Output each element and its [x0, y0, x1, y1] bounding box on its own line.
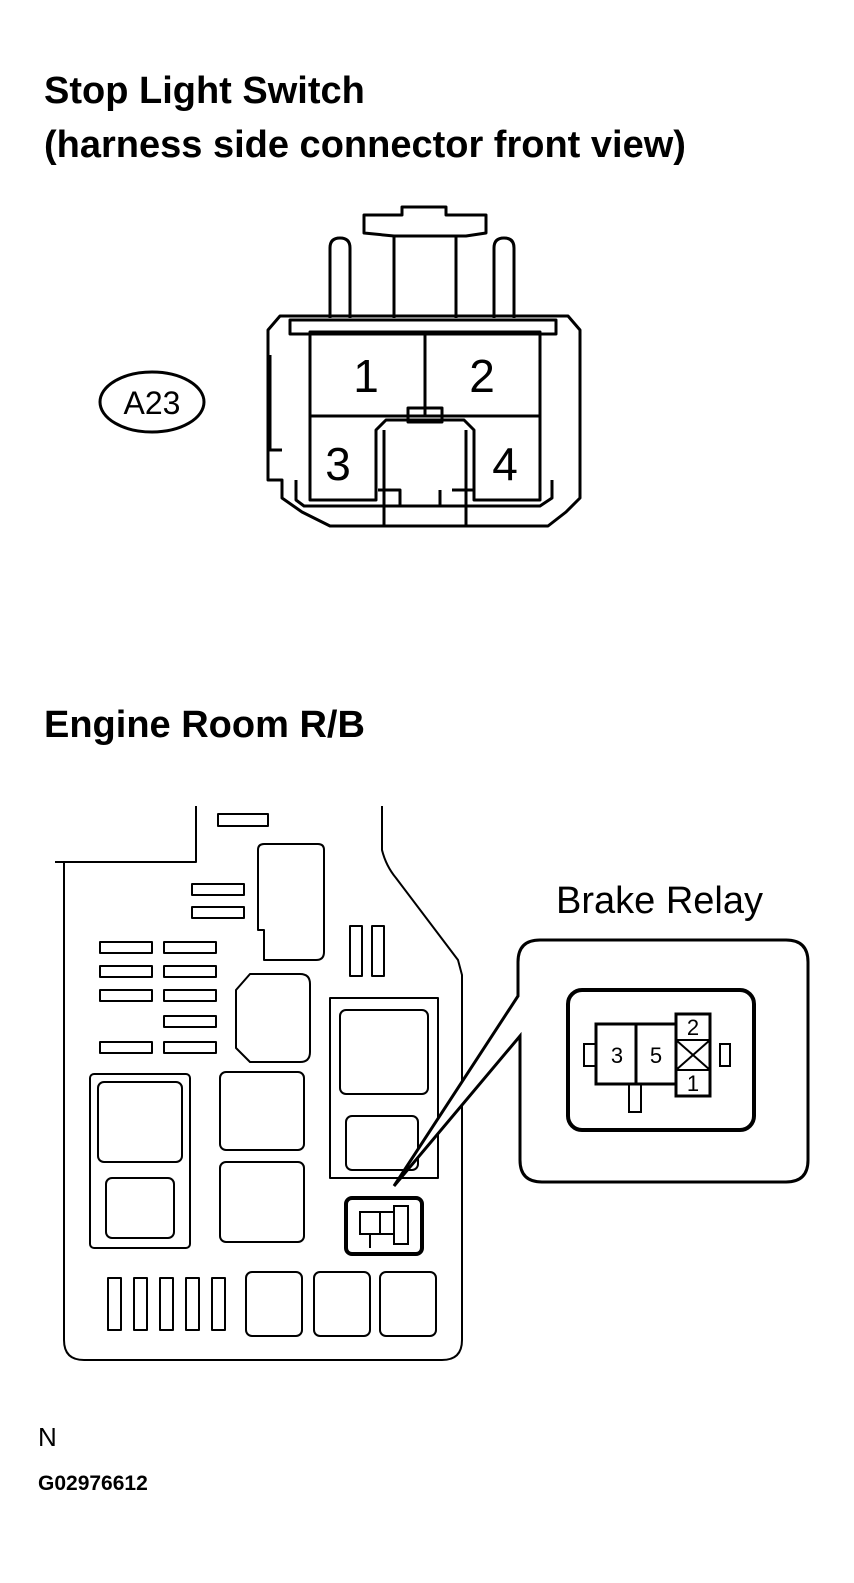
- unused-cavity-cross: [675, 1039, 711, 1071]
- fuse-slot: [99, 1041, 153, 1054]
- fuse-slot: [163, 989, 217, 1002]
- brake-relay-pin-labels: 3 5 2 1: [611, 1015, 699, 1096]
- pin-4-label: 4: [492, 438, 518, 490]
- brake-relay-location: [344, 1196, 424, 1256]
- brake-relay-socket: [344, 1196, 424, 1256]
- relay-cavity: [359, 1211, 381, 1235]
- relay-socket: [345, 1115, 419, 1171]
- cartridge-fuse: [379, 1271, 437, 1337]
- right-prong: [492, 236, 516, 318]
- stop-light-connector: [98, 205, 582, 528]
- relay-key-tab: [628, 1083, 642, 1113]
- pin-1-label: 1: [353, 350, 379, 402]
- fuse-slot: [371, 925, 385, 977]
- left-prong: [328, 236, 352, 318]
- lower-cavity-outline: [308, 416, 542, 502]
- mini-fuse: [107, 1277, 122, 1331]
- stop-light-switch-title: Stop Light Switch (harness side connecto…: [44, 64, 686, 172]
- connector-id-text: A23: [124, 385, 181, 421]
- figure-code: G02976612: [38, 1472, 148, 1495]
- fuse-slot: [217, 813, 269, 827]
- relay-frame: [329, 997, 439, 1179]
- fuse-slot: [99, 989, 153, 1002]
- block-top-left-edge: [55, 806, 197, 863]
- connector-body: [266, 314, 582, 528]
- relay-cavity: [379, 1211, 395, 1235]
- engine-room-title: Engine Room R/B: [44, 704, 365, 746]
- maxi-fuse-frame: [89, 1073, 191, 1249]
- lock-channel: [382, 430, 468, 526]
- mini-fuse: [185, 1277, 200, 1331]
- relay-pin-2: 2: [687, 1015, 699, 1040]
- maxi-fuse: [97, 1081, 183, 1163]
- relay-cavity: [393, 1205, 409, 1245]
- relay-socket: [339, 1009, 429, 1095]
- pin-2-label: 2: [469, 350, 495, 402]
- brake-relay-callout: [392, 938, 810, 1187]
- fuse-slot: [191, 906, 245, 919]
- mini-fuse: [211, 1277, 226, 1331]
- latch-post: [392, 236, 458, 318]
- fuse-slot: [191, 883, 245, 896]
- orientation-mark: N: [38, 1422, 57, 1452]
- brake-relay-socket-enlarged: [566, 988, 756, 1132]
- fuse-slot: [163, 941, 217, 954]
- engine-room-block: [55, 806, 463, 1361]
- brake-relay-label: Brake Relay: [556, 880, 763, 922]
- relay-socket: [257, 843, 325, 961]
- left-rib: [268, 355, 282, 452]
- fuse-slot: [99, 941, 153, 954]
- maxi-fuse: [105, 1177, 175, 1239]
- relay-pin-1: 1: [687, 1071, 699, 1096]
- fuse-slot: [99, 965, 153, 978]
- cartridge-fuse: [313, 1271, 371, 1337]
- stop-light-labels: A23 1 2 3 4: [124, 350, 518, 490]
- fuse-slot: [163, 965, 217, 978]
- relay-socket: [235, 973, 311, 1063]
- relay-side-tab: [583, 1043, 597, 1067]
- inner-frame-top: [288, 318, 558, 336]
- cartridge-fuse: [245, 1271, 303, 1337]
- title-line-1: Stop Light Switch: [44, 70, 365, 112]
- fuse-slot: [163, 1015, 217, 1028]
- relay-side-tab: [719, 1043, 731, 1067]
- fuse-slot: [349, 925, 363, 977]
- mini-fuse: [159, 1277, 174, 1331]
- callout-bubble: [392, 938, 810, 1187]
- relay-pin-3: 3: [611, 1043, 623, 1068]
- top-latch: [362, 205, 488, 238]
- block-outline: [63, 806, 463, 1361]
- inner-frame-bottom: [294, 480, 554, 508]
- title-line-2: (harness side connector front view): [44, 124, 686, 166]
- center-key: [406, 406, 444, 424]
- mini-fuse: [133, 1277, 148, 1331]
- relay-socket: [219, 1071, 305, 1151]
- fuse-slot: [163, 1041, 217, 1054]
- relay-pin-5: 5: [650, 1043, 662, 1068]
- relay-coil-cavities: [674, 1012, 712, 1098]
- bottom-guides: [378, 488, 474, 506]
- pin-3-label: 3: [325, 438, 351, 490]
- connector-id-ellipse: [98, 370, 206, 434]
- relay-socket: [219, 1161, 305, 1243]
